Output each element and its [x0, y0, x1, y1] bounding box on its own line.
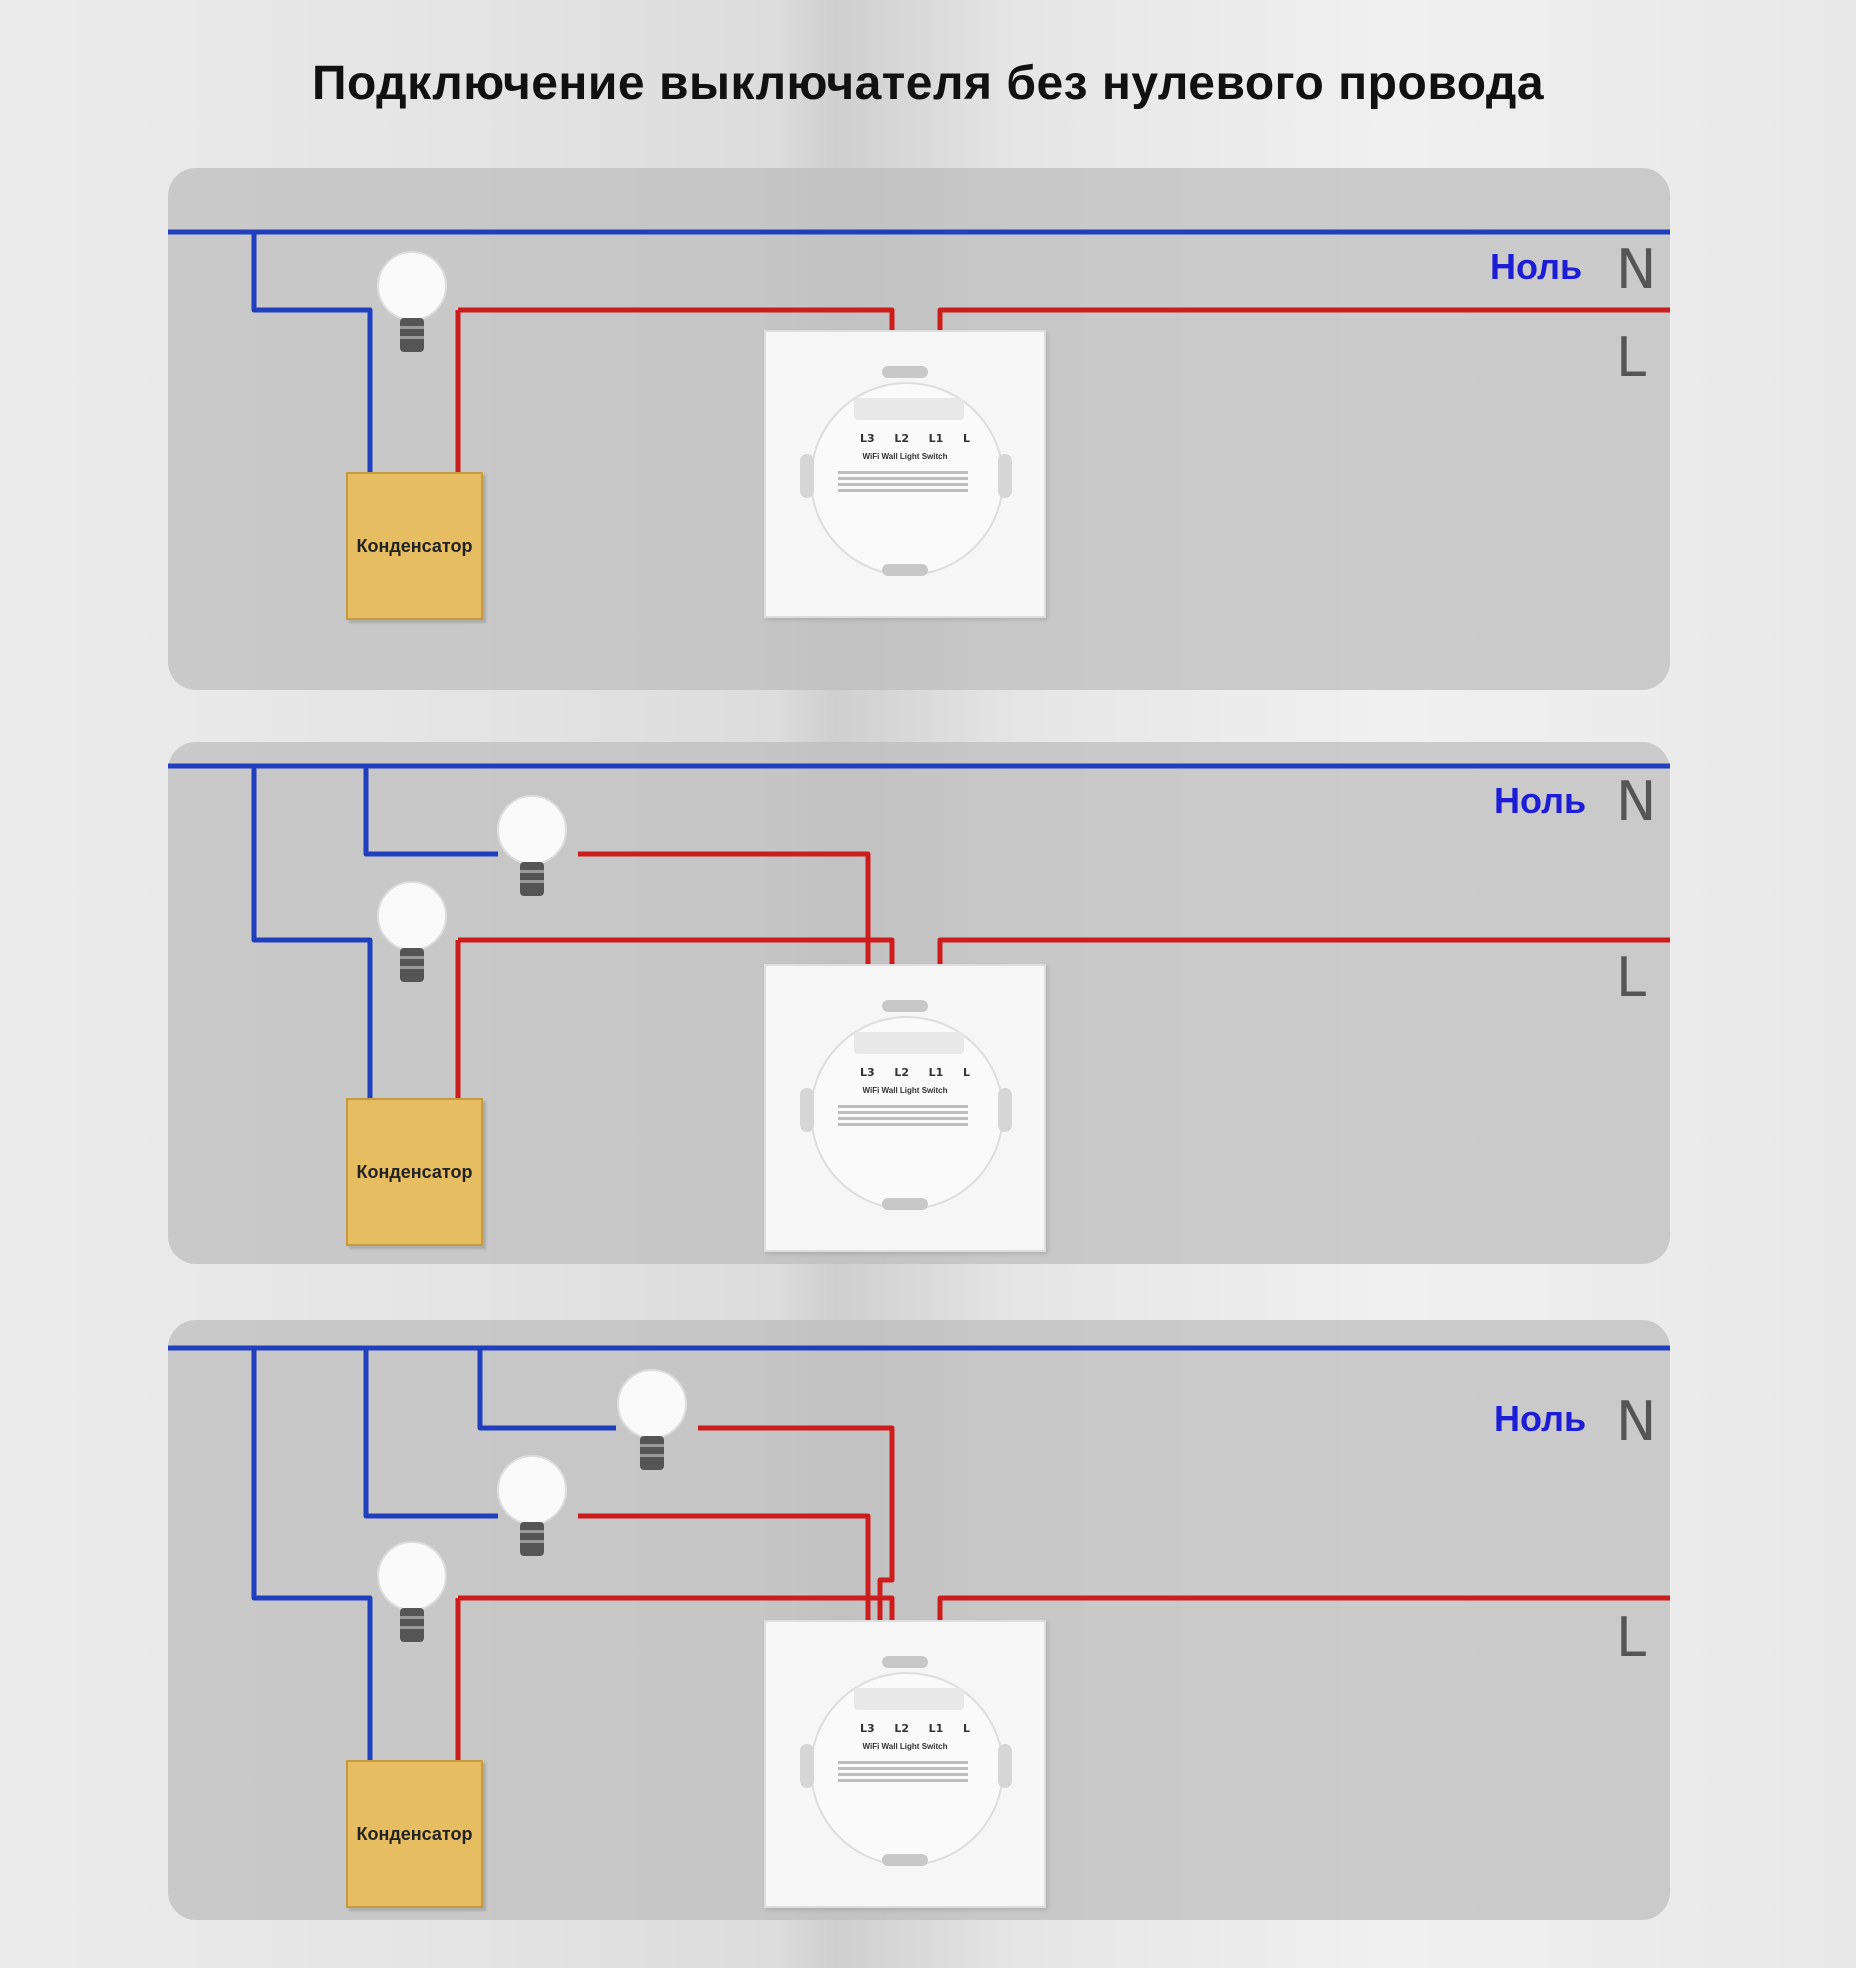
switch-notch-top: [882, 1656, 928, 1668]
terminal-l3: L3: [860, 1066, 875, 1079]
switch-tab-right: [998, 454, 1012, 498]
neutral-to-capacitor: [251, 232, 373, 478]
l-label: L: [1616, 1606, 1647, 1669]
switch-notch-top: [882, 1000, 928, 1012]
neutral-to-capacitor: [251, 1348, 373, 1764]
terminal-l2: L2: [894, 1722, 909, 1735]
switch-notch-bottom: [882, 564, 928, 576]
page-title: Подключение выключателя без нулевого про…: [311, 57, 1545, 110]
n-label: N: [1616, 238, 1657, 301]
terminal-l2: L2: [894, 432, 909, 445]
terminal-labels: L3 L2 L1 L: [860, 432, 970, 445]
lamp-2: [497, 795, 567, 896]
l-label: L: [1616, 946, 1647, 1009]
live-bus: [937, 937, 1670, 1038]
capacitor-label: Конденсатор: [356, 1823, 473, 1844]
switch-tab-left: [800, 454, 814, 498]
capacitor-label: Конденсатор: [356, 1161, 473, 1182]
terminal-l: L: [962, 432, 970, 445]
capacitor: Конденсатор: [346, 472, 483, 620]
live-bus: [937, 1595, 1670, 1692]
diagram-panel-1: Конденсатор L3 L2 L1 L WiFi Wall Light S…: [168, 168, 1670, 690]
terminal-l: L: [962, 1066, 970, 1079]
switch-tab-left: [800, 1088, 814, 1132]
capacitor: Конденсатор: [346, 1098, 483, 1246]
terminal-l2: L2: [894, 1066, 909, 1079]
terminal-l: L: [962, 1722, 970, 1735]
lamp-1: [377, 881, 447, 982]
wall-switch: L3 L2 L1 L WiFi Wall Light Switch: [764, 964, 1046, 1252]
terminal-l1: L1: [928, 1066, 944, 1079]
wall-switch: L3 L2 L1 L WiFi Wall Light Switch: [764, 330, 1046, 618]
neutral-to-lamp3: [477, 1348, 616, 1431]
switch-tab-right: [998, 1088, 1012, 1132]
diagram-panel-2: Конденсатор L3 L2 L1 L WiFi Wall Light S…: [168, 742, 1670, 1264]
switch-name: WiFi Wall Light Switch: [862, 452, 948, 461]
capacitor: Конденсатор: [346, 1760, 483, 1908]
switch-notch-bottom: [882, 1854, 928, 1866]
n-label: N: [1616, 770, 1657, 833]
capacitor-label: Конденсатор: [356, 535, 473, 556]
switch-tab-right: [998, 1744, 1012, 1788]
switch-tab-left: [800, 1744, 814, 1788]
wall-switch: L3 L2 L1 L WiFi Wall Light Switch: [764, 1620, 1046, 1908]
lamp-2: [497, 1455, 567, 1556]
terminal-l1: L1: [928, 432, 944, 445]
l-label: L: [1616, 326, 1647, 389]
terminal-labels: L3 L2 L1 L: [860, 1722, 970, 1735]
neutral-to-capacitor: [251, 766, 373, 1104]
switch-notch-top: [882, 366, 928, 378]
neutral-to-lamp2: [363, 1348, 498, 1519]
switch-spec-lines: [838, 1102, 968, 1129]
switch-spec-lines: [838, 1758, 968, 1785]
live-bus: [937, 307, 1670, 398]
neutral-label: Ноль: [1494, 780, 1587, 821]
terminal-l1: L1: [928, 1722, 944, 1735]
neutral-label: Ноль: [1490, 246, 1583, 287]
neutral-label: Ноль: [1494, 1398, 1587, 1439]
switch-spec-lines: [838, 468, 968, 495]
switch-name: WiFi Wall Light Switch: [862, 1742, 948, 1751]
terminal-block: [854, 398, 964, 420]
lamp-3: [617, 1369, 687, 1470]
neutral-to-lamp2: [363, 766, 498, 857]
lamp-1: [377, 1541, 447, 1642]
terminal-l3: L3: [860, 432, 875, 445]
terminal-labels: L3 L2 L1 L: [860, 1066, 970, 1079]
lamp3-to-l2: [698, 1425, 895, 1692]
lamp-1: [377, 251, 447, 352]
terminal-block: [854, 1688, 964, 1710]
switch-notch-bottom: [882, 1198, 928, 1210]
switch-name: WiFi Wall Light Switch: [862, 1086, 948, 1095]
diagram-panel-3: Конденсатор L3 L2 L1 L WiFi Wall Light S…: [168, 1320, 1670, 1920]
terminal-l3: L3: [860, 1722, 875, 1735]
n-label: N: [1616, 1390, 1657, 1453]
terminal-block: [854, 1032, 964, 1054]
